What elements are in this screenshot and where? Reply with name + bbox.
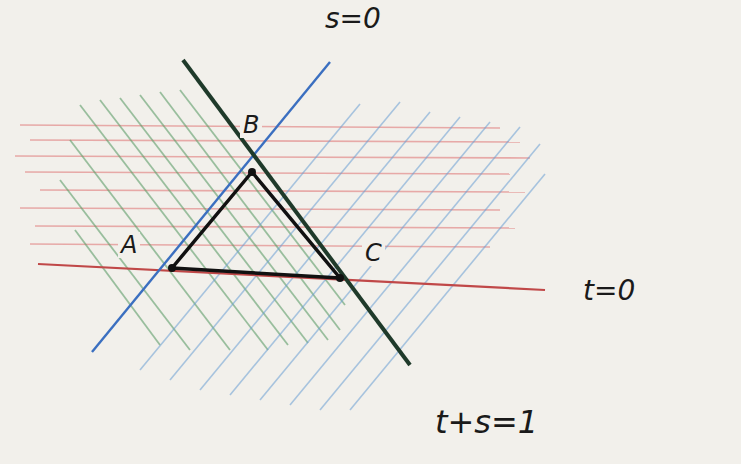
line-label: t=0 bbox=[580, 276, 638, 307]
point-label: B bbox=[240, 112, 262, 138]
t-zero-line bbox=[38, 264, 545, 290]
vertex-dots bbox=[168, 168, 344, 282]
line-label: t+s=1 bbox=[432, 405, 541, 440]
point-label: A bbox=[118, 232, 140, 258]
line-label: s=0 bbox=[322, 4, 384, 35]
point-label: C bbox=[362, 240, 385, 266]
blue-hatching bbox=[140, 102, 545, 410]
triangle-abc bbox=[172, 172, 340, 278]
red-hatching bbox=[15, 125, 530, 247]
